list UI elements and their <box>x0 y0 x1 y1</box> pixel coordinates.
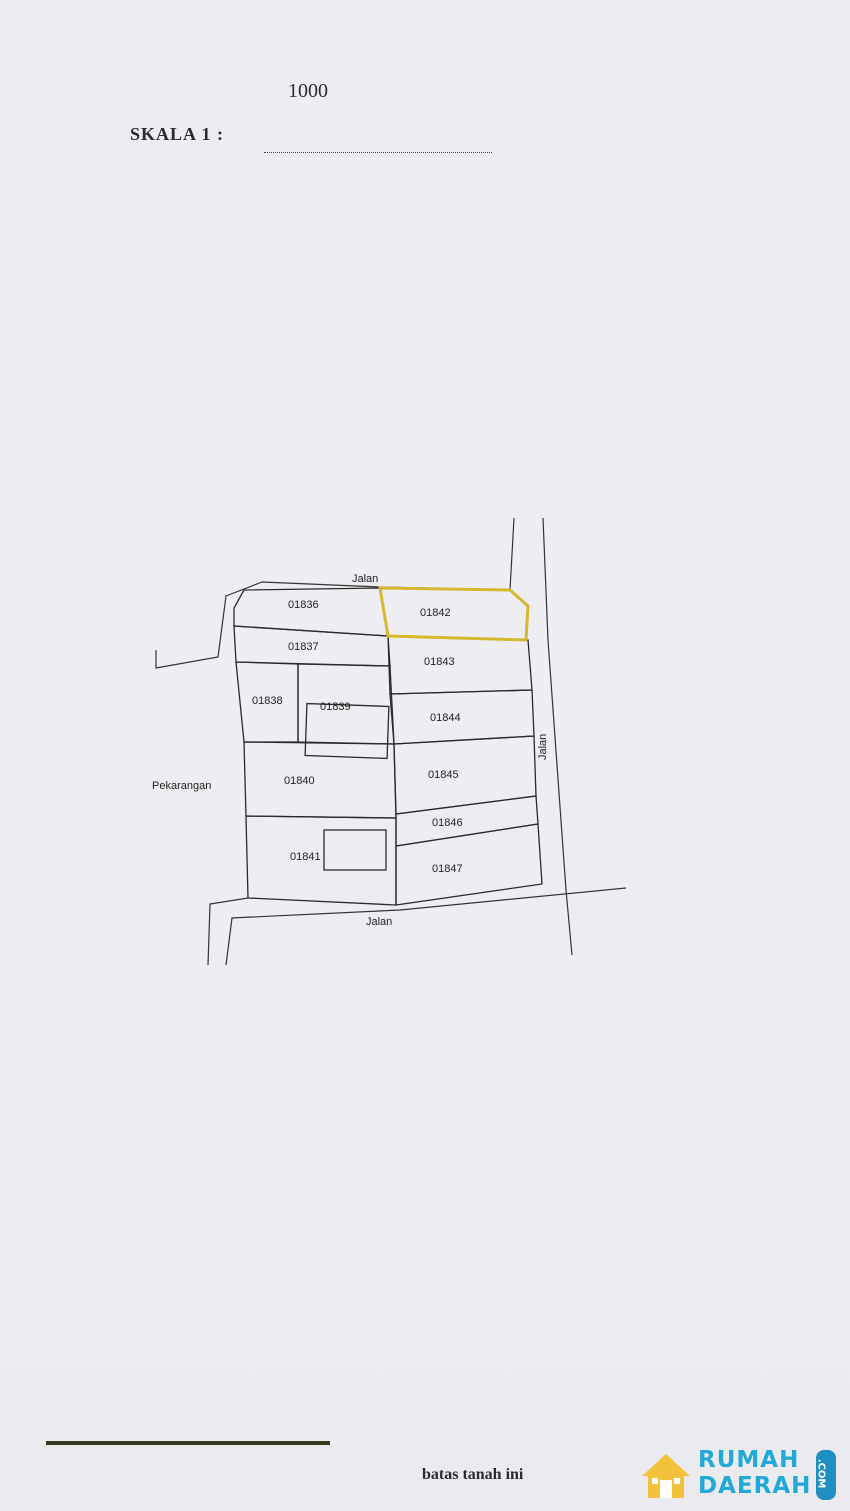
house-icon <box>642 1454 690 1498</box>
parcel-01836 <box>233 587 389 637</box>
parcel-label-01844: 01844 <box>430 712 461 724</box>
area-label-pekarangan: Pekarangan <box>152 780 211 792</box>
road-edge-right <box>542 517 573 956</box>
parcel-01843 <box>387 635 533 695</box>
road-label-right: Jalan <box>537 734 549 760</box>
parcel-01840 <box>243 741 397 819</box>
building-outline-01839 <box>304 702 390 760</box>
scale-label: SKALA 1 : <box>130 124 225 144</box>
parcel-01844 <box>389 689 535 745</box>
road-edge-left-bottom <box>207 897 249 966</box>
road-label-bottom: Jalan <box>366 916 392 928</box>
parcel-label-01841: 01841 <box>290 851 321 863</box>
road-label-top: Jalan <box>352 573 378 585</box>
watermark-word-daerah: DAERAH <box>698 1473 812 1499</box>
parcel-label-01838: 01838 <box>252 695 283 707</box>
watermark-com-badge: .COM <box>815 1450 836 1500</box>
parcel-label-01837: 01837 <box>288 641 319 653</box>
scale-dotted-line <box>264 152 492 153</box>
parcel-label-01842: 01842 <box>420 607 451 619</box>
parcel-01846 <box>395 795 539 847</box>
footer-caption: batas tanah ini <box>422 1466 524 1483</box>
watermark-word-rumah: RUMAH <box>698 1447 800 1473</box>
road-outlines <box>155 517 627 966</box>
parcel-label-01836: 01836 <box>288 599 319 611</box>
parcel-01842-highlight <box>378 586 530 642</box>
road-edge-top <box>155 517 515 669</box>
parcel-label-01840: 01840 <box>284 775 315 787</box>
parcel-01841 <box>245 815 397 906</box>
watermark-com-text: .COM <box>815 1458 827 1489</box>
parcel-label-01847: 01847 <box>432 863 463 875</box>
parcel-boundaries <box>233 587 543 906</box>
parcel-label-01846: 01846 <box>432 817 463 829</box>
parcel-label-01839: 01839 <box>320 701 351 713</box>
signature-line <box>46 1441 330 1445</box>
road-edge-bottom <box>225 887 627 966</box>
parcel-01845 <box>393 735 537 815</box>
scale-denominator: 1000 <box>288 80 328 102</box>
parcel-label-01843: 01843 <box>424 656 455 668</box>
building-outline-01841 <box>323 829 387 871</box>
watermark-logo: RUMAH DAERAH .COM <box>640 1446 840 1504</box>
parcel-01847 <box>395 823 543 906</box>
parcel-label-01845: 01845 <box>428 769 459 781</box>
